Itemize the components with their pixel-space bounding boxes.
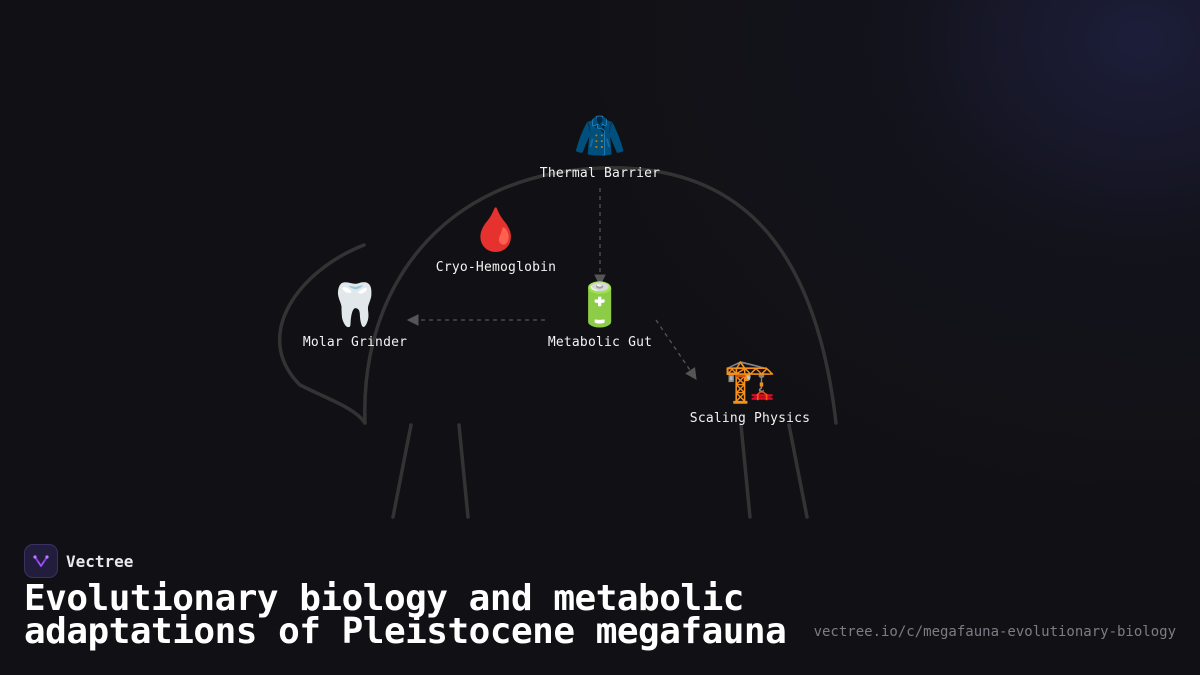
mammoth-leg	[457, 423, 470, 519]
coat-icon: 🧥	[573, 111, 627, 160]
node-cryo-hemoglobin[interactable]: 🩸 Cryo-Hemoglobin	[436, 204, 556, 275]
edge-gut-to-scaling	[655, 319, 697, 380]
mammoth-trunk-outline	[277, 243, 367, 425]
page-title: Evolutionary biology and metabolic adapt…	[24, 578, 787, 652]
vectree-logo-icon	[24, 544, 58, 578]
mammoth-leg	[391, 423, 413, 519]
node-metabolic-gut[interactable]: 🔋 Metabolic Gut	[548, 279, 652, 350]
node-molar-grinder[interactable]: 🦷 Molar Grinder	[303, 279, 407, 350]
node-scaling-physics[interactable]: 🏗️ Scaling Physics	[690, 355, 810, 426]
edges	[406, 188, 697, 380]
tooth-icon: 🦷	[328, 280, 382, 329]
crane-icon: 🏗️	[723, 356, 777, 405]
node-thermal-barrier[interactable]: 🧥 Thermal Barrier	[540, 110, 660, 181]
node-label: Scaling Physics	[689, 411, 811, 426]
mammoth-body-outline	[363, 166, 838, 425]
battery-icon: 🔋	[573, 280, 627, 329]
blood-drop-icon: 🩸	[469, 205, 523, 254]
node-label: Molar Grinder	[302, 335, 408, 350]
node-label: Thermal Barrier	[539, 166, 661, 181]
node-label: Metabolic Gut	[547, 335, 653, 350]
mammoth-silhouette	[277, 166, 838, 519]
mammoth-leg	[739, 423, 752, 519]
node-label: Cryo-Hemoglobin	[435, 260, 557, 275]
mammoth-leg	[787, 423, 809, 519]
source-url[interactable]: vectree.io/c/megafauna-evolutionary-biol…	[813, 624, 1176, 640]
brand-name: Vectree	[66, 551, 134, 571]
brand[interactable]: Vectree	[24, 544, 133, 578]
